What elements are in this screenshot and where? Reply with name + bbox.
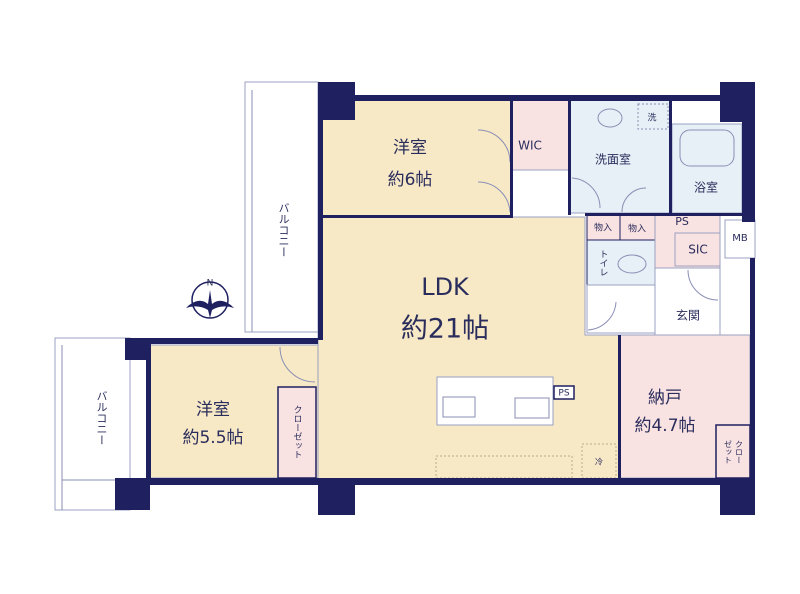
entrance-label: 玄関 xyxy=(676,308,700,323)
walls xyxy=(115,82,755,515)
washroom-label: 洗面室 xyxy=(595,152,631,167)
mb-label: MB xyxy=(732,233,748,244)
room-western-2-name: 洋室 xyxy=(196,400,230,420)
sic-label: SIC xyxy=(688,243,708,257)
closet-right-label-1: クロー xyxy=(735,440,744,464)
room-western-1-name: 洋室 xyxy=(393,138,427,158)
kitchen-ps-label: PS xyxy=(558,389,569,399)
fridge-label: 冷 xyxy=(595,457,603,467)
closet-right-label-2: ゼット xyxy=(724,440,733,464)
room-ldk-name: LDK xyxy=(421,273,470,301)
room-western-1-size: 約6帖 xyxy=(388,170,433,190)
room-ldk-size: 約21帖 xyxy=(401,314,489,345)
room-storage-name: 納戸 xyxy=(648,388,682,408)
balcony-left: バルコニー xyxy=(54,337,131,511)
ps-upper-label: PS xyxy=(675,215,689,228)
room-mb xyxy=(724,219,756,259)
storage-2-label: 物入 xyxy=(628,223,646,235)
room-ldk xyxy=(317,216,621,481)
room-entrance xyxy=(654,267,721,336)
closet-left xyxy=(277,386,317,479)
toilet-icon xyxy=(617,254,647,274)
room-wic xyxy=(511,99,571,171)
closet-right xyxy=(715,424,751,479)
bathtub-icon xyxy=(679,129,735,167)
closet-left-label: クローゼット xyxy=(292,405,303,459)
toilet-label: トイレ xyxy=(598,250,609,277)
kitchen-sink-icon xyxy=(442,396,476,418)
wic-label: WIC xyxy=(518,139,542,153)
storage-2 xyxy=(619,214,656,243)
room-washroom xyxy=(569,99,671,214)
balcony-left-label: バルコニー xyxy=(95,391,108,446)
compass-icon: N xyxy=(186,279,234,319)
compass-north-label: N xyxy=(207,279,214,289)
room-bathroom xyxy=(671,123,743,214)
hallway xyxy=(586,284,656,334)
balcony-top: バルコニー xyxy=(244,81,319,333)
room-western-2-size: 約5.5帖 xyxy=(182,428,243,448)
stove-icon xyxy=(514,397,550,419)
washer-label: 洗 xyxy=(647,112,656,124)
room-storage-size: 約4.7帖 xyxy=(634,416,695,436)
balcony-top-label: バルコニー xyxy=(277,203,290,258)
storage-1-label: 物入 xyxy=(594,222,612,234)
sink-icon xyxy=(597,108,623,128)
bathroom-label: 浴室 xyxy=(694,180,718,195)
